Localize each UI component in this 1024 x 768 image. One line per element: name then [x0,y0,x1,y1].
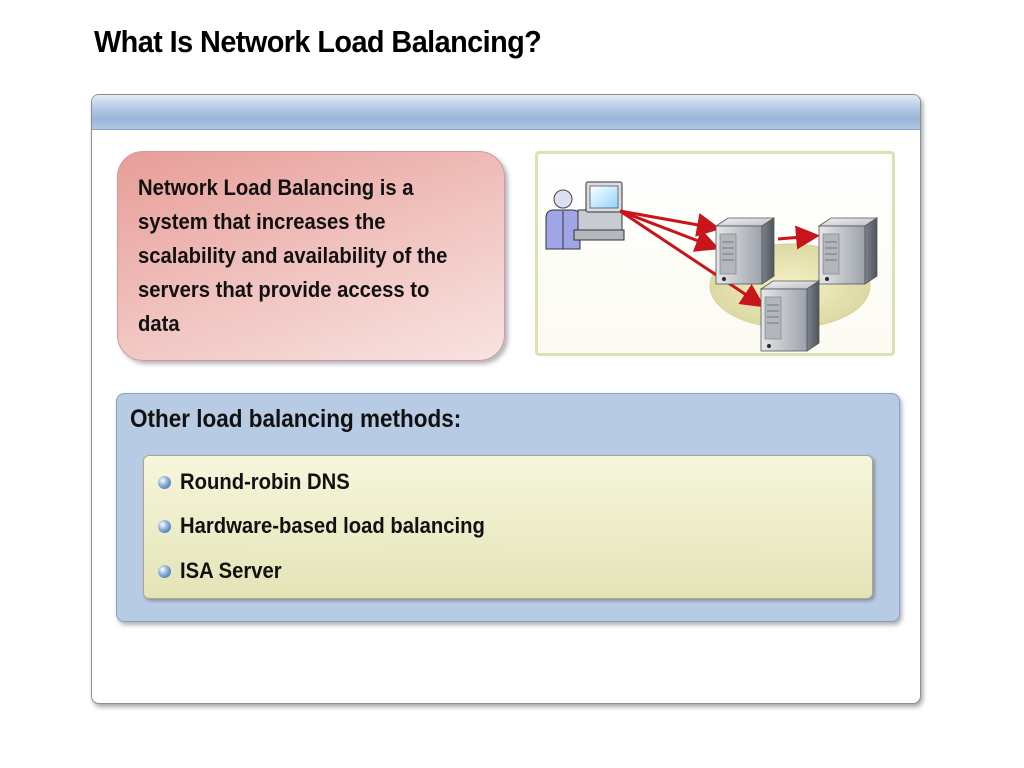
arrow-to-server-1 [619,209,721,237]
definition-box [117,151,505,361]
list-item: Hardware-based load balancing [158,511,511,541]
server-icon [759,280,821,352]
network-diagram [535,151,895,356]
arrow-server-to-server [777,225,820,250]
arrow-to-server-2 [619,209,720,252]
load-arrows [619,209,820,308]
list-item: Round-robin DNS [158,467,365,497]
methods-list [143,455,873,599]
definition-text: Network Load Balancing is a system that … [138,175,448,336]
server-icon [714,217,776,285]
bullet-icon [158,475,171,489]
bullet-icon [158,564,171,578]
other-methods-heading: Other load balancing methods: [130,405,462,433]
slide-title: What Is Network Load Balancing? [94,24,542,59]
arrow-to-server-3 [619,209,765,308]
frame-header-bar [92,95,920,130]
list-item: ISA Server [158,556,290,586]
bullet-icon [158,519,171,533]
list-item-label: Hardware-based load balancing [180,513,485,538]
list-item-label: Round-robin DNS [180,469,350,494]
list-item-label: ISA Server [180,558,282,583]
computer-icon [573,181,625,241]
user-icon [545,189,581,250]
network-diagram-svg [545,181,879,352]
server-icon [817,217,879,285]
